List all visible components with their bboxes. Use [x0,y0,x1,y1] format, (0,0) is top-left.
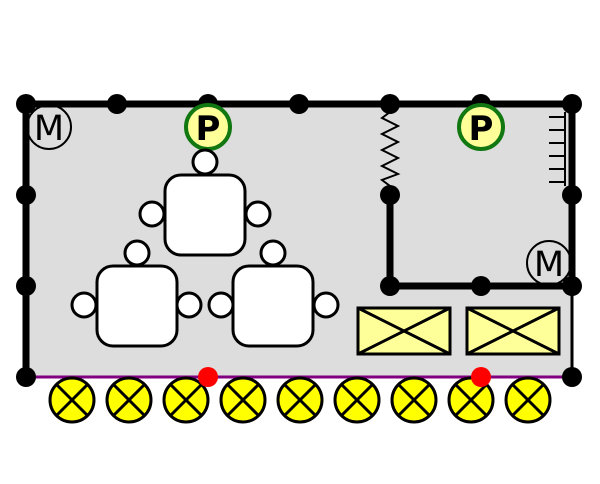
table [231,264,315,348]
wall-node [107,94,127,114]
chair [70,291,98,319]
red-node [198,367,218,387]
lamp-icon [105,376,153,424]
chair [138,200,166,228]
pump-label: P [469,109,494,149]
wall-node [562,185,582,205]
pump-icon: P [184,103,232,151]
chair [123,239,151,267]
lamp-icon [333,376,381,424]
chair [175,291,203,319]
chair [259,239,287,267]
pump-label: P [196,109,221,149]
lamp-icon [504,376,552,424]
lamp-icon [276,376,324,424]
table [163,173,247,257]
spring-symbol [379,104,401,195]
wall-node [562,367,582,387]
lamp-icon [219,376,267,424]
wall-node [289,94,309,114]
wall-node [16,94,36,114]
wall-node [562,276,582,296]
red-node [471,367,491,387]
wall-node [562,94,582,114]
wall-node [380,276,400,296]
lamp-icon [162,376,210,424]
chair [191,148,219,176]
wall-node [16,185,36,205]
wall-node [16,367,36,387]
lamp-icon [447,376,495,424]
table-group [70,239,203,348]
table [95,264,179,348]
wall-node [16,276,36,296]
lamp-icon [390,376,438,424]
lights-row [48,376,552,424]
chair [244,200,272,228]
pump-icon: P [457,103,505,151]
crossed-box [465,306,561,356]
motor-icon: M [26,104,72,150]
motor-icon: M [526,240,572,286]
ground-rail-icon [549,112,566,186]
wall-node [380,185,400,205]
chair [312,291,340,319]
wall-node [380,94,400,114]
table-group [138,148,272,257]
lamp-icon [48,376,96,424]
motor-label: M [34,109,64,149]
wall-node [471,276,491,296]
crossed-box [356,306,452,356]
motor-label: M [534,245,564,285]
table-group [207,239,340,348]
chair [207,291,235,319]
